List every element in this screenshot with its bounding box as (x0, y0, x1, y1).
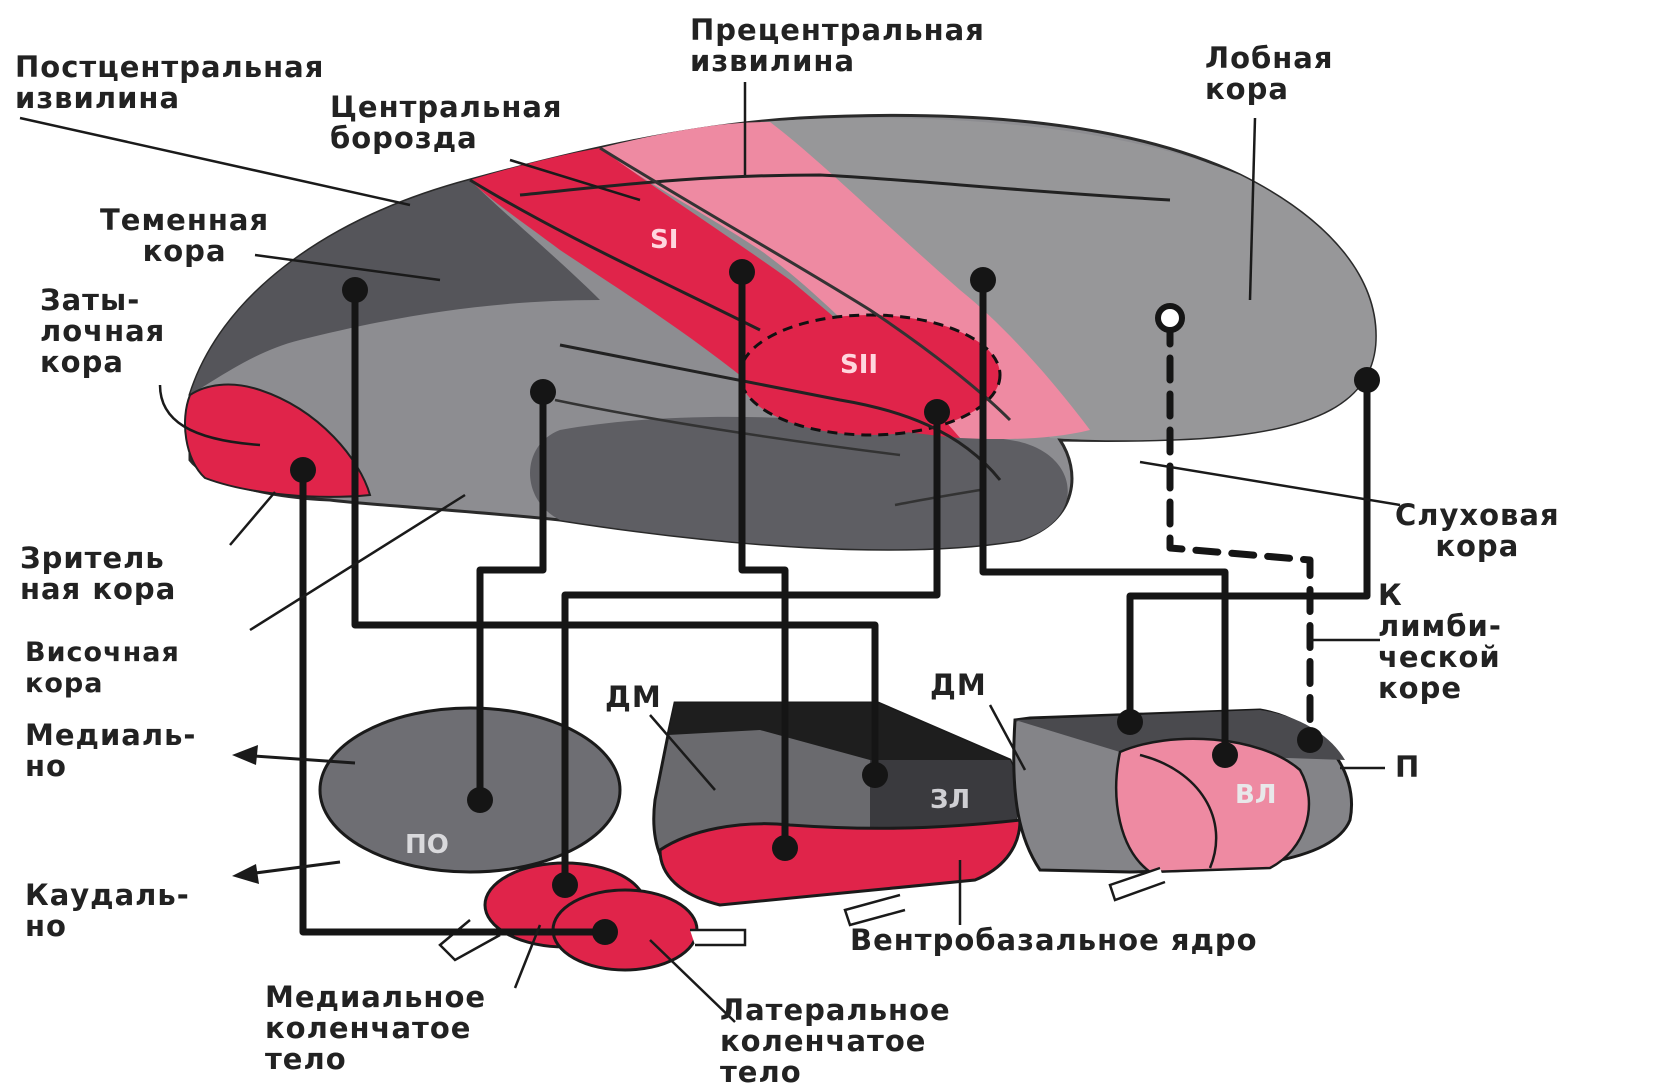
label-to-limbic-cortex: К лимби- ческой коре (1378, 580, 1502, 704)
region-label-vl: ВЛ (1235, 780, 1276, 810)
label-medially: Медиаль- но (25, 720, 196, 782)
parietal-dot (342, 277, 368, 303)
region-label-sii: SII (840, 350, 878, 380)
ventrobasal-dot (772, 835, 798, 861)
label-postcentral-gyrus: Постцентральная извилина (15, 52, 324, 114)
si-dot (729, 259, 755, 285)
p-dot (1297, 727, 1323, 753)
vl-dot (1212, 742, 1238, 768)
label-precentral-gyrus: Прецентральная извилина (690, 15, 985, 77)
label-ventrobasal-nucleus: Вентробазальное ядро (850, 925, 1258, 956)
po-dot (467, 787, 493, 813)
visual-dot (290, 457, 316, 483)
ventrobasal-nucleus (660, 820, 1020, 905)
label-central-sulcus: Центральная борозда (330, 92, 563, 154)
leader-auditory (1140, 462, 1400, 505)
medial-arrowhead-icon (232, 745, 258, 765)
label-frontal-cortex: Лобная кора (1205, 43, 1334, 105)
zl-dot (862, 762, 888, 788)
region-label-si: SI (650, 225, 678, 255)
leader-visual (230, 492, 275, 545)
label-dm-left: ДМ (605, 682, 662, 713)
limbic-dot (1158, 306, 1182, 330)
label-temporal-cortex: Височная кора (25, 637, 180, 699)
label-medial-geniculate-body: Медиальное коленчатое тело (265, 982, 486, 1075)
label-occipital-cortex: Заты- лочная кора (40, 285, 165, 378)
label-p: П (1395, 752, 1420, 783)
mgb-dot (552, 872, 578, 898)
region-label-zl: ЗЛ (930, 785, 970, 815)
lgb-dot (592, 919, 618, 945)
caudal-arrowhead-icon (232, 864, 259, 884)
geniculate-stub (690, 930, 745, 945)
sii-dot (924, 399, 950, 425)
frontal-dot (1354, 367, 1380, 393)
dm-right-dot (1117, 709, 1143, 735)
label-visual-cortex: Зритель ная кора (20, 543, 176, 605)
region-label-po: ПО (405, 830, 449, 860)
label-lateral-geniculate-body: Латеральное коленчатое тело (720, 995, 951, 1088)
temporal-dot (530, 379, 556, 405)
geniculate-stub (440, 920, 500, 960)
precentral-dot (970, 267, 996, 293)
po-nucleus (320, 708, 620, 872)
label-parietal-cortex: Теменная кора (100, 205, 269, 267)
label-caudally: Каудаль- но (25, 880, 190, 942)
label-dm-right: ДМ (930, 670, 987, 701)
ventrobasal-stub (845, 895, 905, 925)
label-auditory-cortex: Слуховая кора (1395, 500, 1560, 562)
cortex (185, 115, 1375, 549)
